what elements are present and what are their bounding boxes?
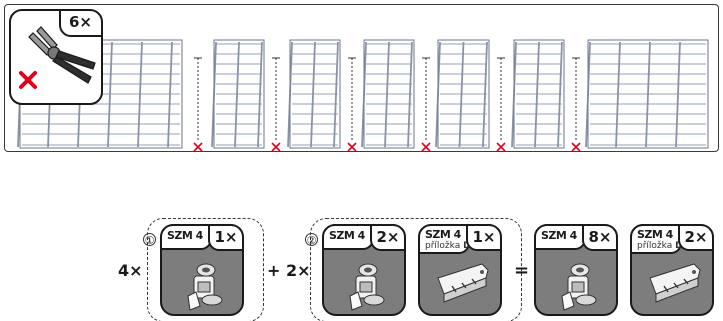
- part-quantity: 8×: [582, 224, 618, 251]
- kit-card-group2-1: SZM 4 2×: [322, 224, 406, 316]
- part-sub: příložka D: [425, 241, 471, 251]
- kit-card-result-1: SZM 4 8×: [534, 224, 618, 316]
- clip-part-icon: [349, 263, 385, 311]
- tray-section: [587, 39, 709, 149]
- part-sub-text: příložka: [425, 241, 461, 251]
- red-x-icon: [19, 71, 37, 89]
- group1-index: ①: [143, 233, 156, 247]
- cross-wire: [234, 41, 240, 148]
- kit-card-group1-1: SZM 4 1×: [160, 224, 244, 316]
- group2-index: ②: [305, 233, 318, 247]
- clip-part-icon: [561, 263, 597, 311]
- group1-multiplier: 4×: [118, 261, 143, 280]
- part-name: SZM 4: [637, 228, 673, 241]
- cross-wire: [458, 41, 465, 148]
- cross-wire: [675, 41, 681, 148]
- tray-section: [363, 39, 415, 149]
- plate-part-icon: [649, 263, 701, 303]
- cut-x-mark: [193, 142, 203, 152]
- cross-wire: [310, 41, 316, 148]
- cross-wire: [384, 41, 390, 148]
- tray-section: [289, 39, 341, 149]
- cut-x-mark: [271, 142, 281, 152]
- bolt-cutter-icon: [19, 26, 96, 89]
- cross-wire: [534, 41, 540, 148]
- part-name-tab: SZM 4: [160, 224, 212, 250]
- part-name: SZM 4: [541, 229, 577, 242]
- bolt-cutter-box: 6×: [9, 9, 103, 105]
- cut-count-tab: 6×: [59, 11, 101, 37]
- cut-count: 6×: [68, 13, 92, 31]
- part-quantity: 2×: [370, 224, 406, 251]
- cross-wire: [107, 41, 113, 148]
- cable-tray-grid: [17, 39, 709, 152]
- part-name: SZM 4: [167, 229, 203, 242]
- cross-wire: [557, 41, 563, 148]
- part-quantity: 1×: [208, 224, 244, 251]
- equals-sign: =: [514, 260, 530, 281]
- clip-part-icon: [187, 263, 223, 311]
- cut-x-mark: [347, 142, 357, 152]
- cut-x-mark: [496, 142, 506, 152]
- cutting-instruction-panel: [4, 4, 719, 152]
- cross-wire: [333, 41, 339, 148]
- part-sub: příložka D: [637, 241, 683, 251]
- kit-group-2: [310, 218, 522, 321]
- tray-section: [513, 39, 565, 149]
- part-sub-text: příložka: [637, 241, 673, 251]
- cross-wire: [137, 41, 143, 148]
- cross-wire: [167, 41, 173, 148]
- cross-wire: [257, 41, 263, 148]
- part-name-tab: SZM 4: [534, 224, 586, 250]
- tray-section: [213, 39, 265, 149]
- cut-x-mark: [571, 142, 581, 152]
- group2-multiplier: + 2×: [267, 261, 311, 280]
- cross-wire: [645, 41, 651, 148]
- cut-x-mark: [421, 142, 431, 152]
- part-quantity: 1×: [466, 224, 502, 251]
- cross-wire: [615, 41, 621, 148]
- part-name: SZM 4: [425, 228, 461, 241]
- plate-part-icon: [437, 263, 489, 303]
- cross-wire: [482, 41, 488, 148]
- kit-group-1: [147, 218, 264, 321]
- part-name-tab: SZM 4: [322, 224, 374, 250]
- cross-wire: [407, 41, 413, 148]
- part-name: SZM 4: [329, 229, 365, 242]
- tray-section: [437, 39, 490, 149]
- part-quantity: 2×: [678, 224, 714, 251]
